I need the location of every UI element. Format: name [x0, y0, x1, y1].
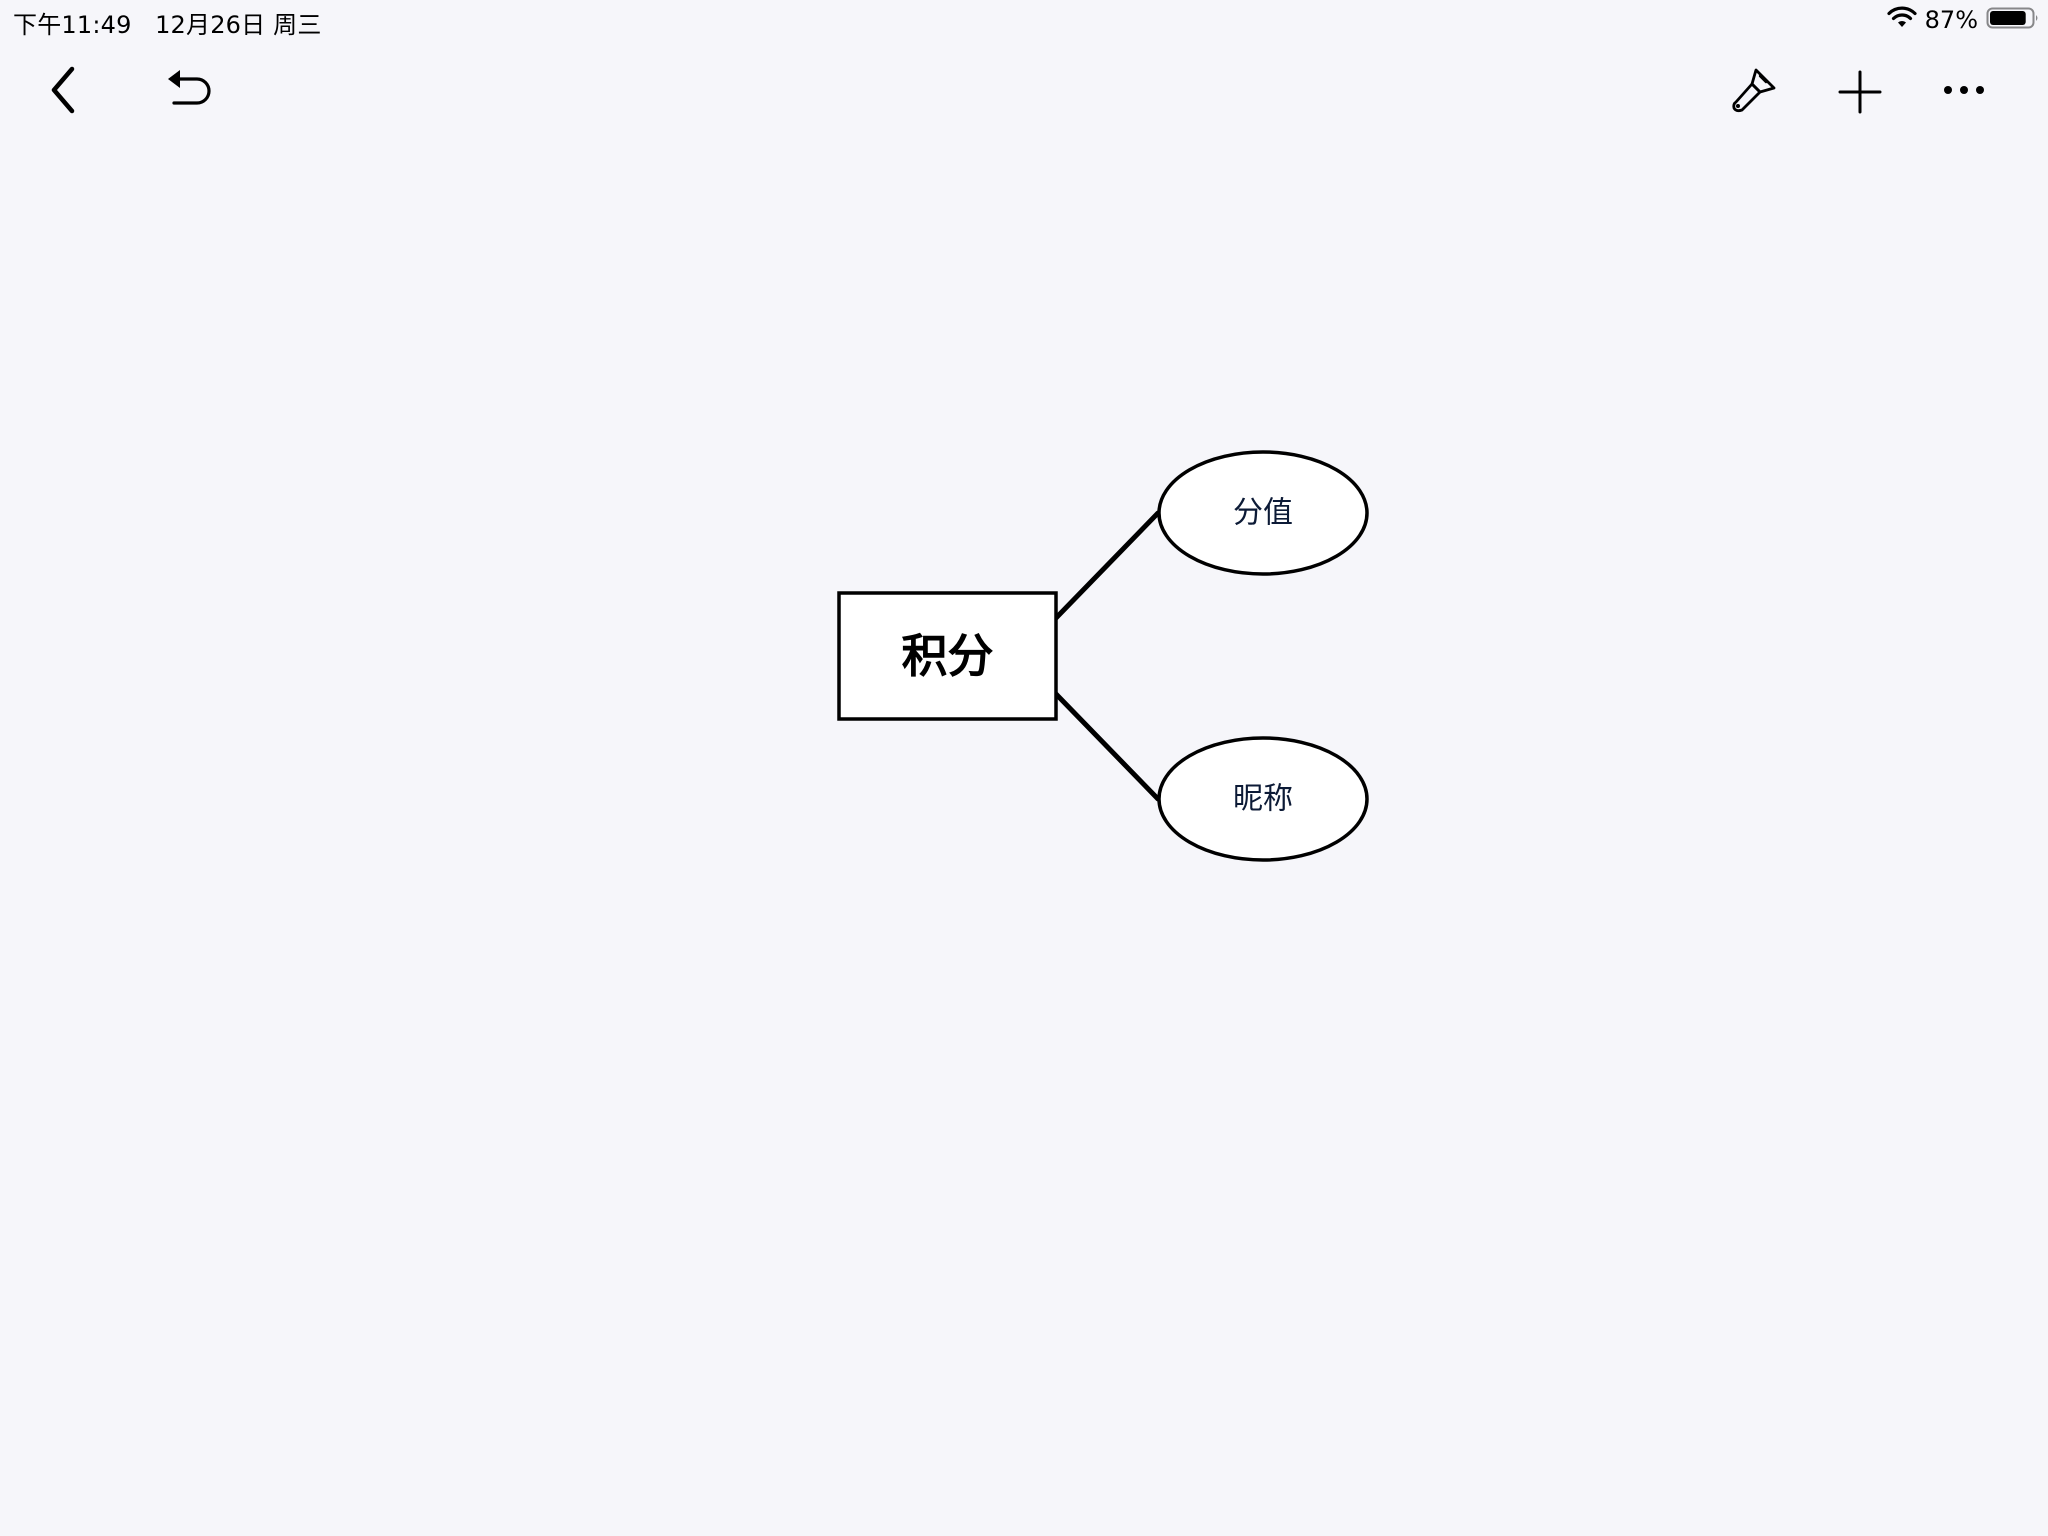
- wifi-icon: [1887, 6, 1917, 34]
- attribute-label: 昵称: [1233, 782, 1293, 817]
- status-time: 下午11:49 12月26日 周三: [13, 5, 322, 40]
- ellipsis-icon: [1944, 86, 1984, 94]
- attribute-label: 分值: [1233, 496, 1293, 531]
- battery-percent: 87%: [1924, 6, 1978, 34]
- status-right: 87%: [1887, 4, 2040, 36]
- connector-line: [1053, 691, 1161, 802]
- attribute-node[interactable]: 昵称: [1157, 736, 1369, 862]
- attribute-node[interactable]: 分值: [1157, 450, 1369, 576]
- style-button[interactable]: [1730, 66, 1778, 114]
- more-button[interactable]: [1942, 80, 1986, 100]
- battery-icon: [1986, 6, 2040, 34]
- status-date: 12月26日 周三: [155, 11, 322, 39]
- undo-button[interactable]: [164, 68, 214, 114]
- paintbrush-icon: [1732, 68, 1776, 113]
- status-bar: 下午11:49 12月26日 周三 87%: [0, 0, 2048, 40]
- entity-label: 积分: [902, 629, 994, 683]
- attribute-ellipse: [1157, 450, 1369, 576]
- undo-icon: [168, 70, 211, 105]
- entity-rect: [837, 591, 1058, 721]
- entity-node[interactable]: 积分: [837, 591, 1058, 721]
- back-button[interactable]: [44, 66, 84, 114]
- add-button[interactable]: [1838, 70, 1882, 114]
- connector-line: [1053, 510, 1161, 621]
- plus-icon: [1838, 70, 1882, 114]
- chevron-left-icon: [51, 66, 75, 114]
- attribute-ellipse: [1157, 736, 1369, 862]
- status-time-value: 下午11:49: [13, 11, 132, 39]
